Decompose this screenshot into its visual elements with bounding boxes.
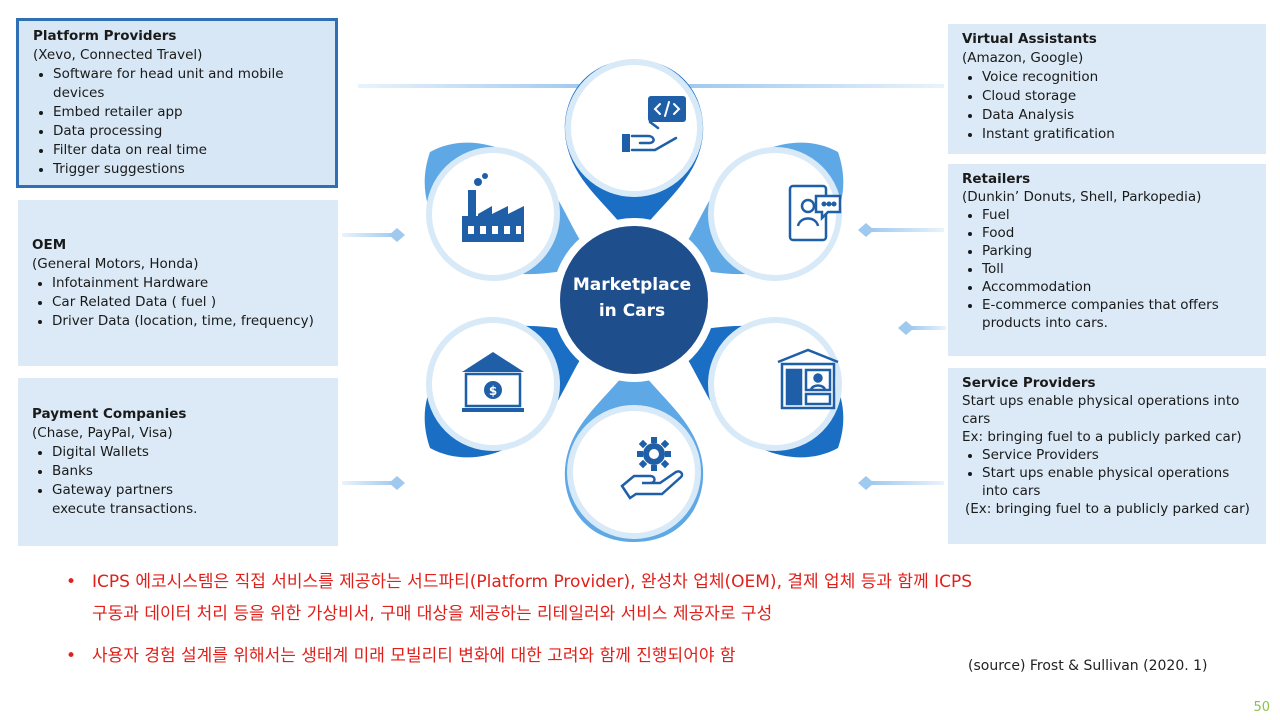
connector-diamond bbox=[858, 476, 874, 490]
note-bullet: • bbox=[66, 646, 77, 666]
box-title: Platform Providers bbox=[33, 28, 177, 44]
petal-top-inner bbox=[565, 59, 703, 197]
list-item: Service Providers bbox=[982, 446, 1252, 464]
connector-line bbox=[910, 326, 946, 330]
list-item: Data processing bbox=[53, 122, 321, 141]
list-item: Infotainment Hardware bbox=[52, 274, 324, 293]
source-citation: (source) Frost & Sullivan (2020. 1) bbox=[968, 658, 1208, 674]
connector-line bbox=[358, 84, 588, 88]
oem-box: OEM (General Motors, Honda) Infotainment… bbox=[18, 200, 338, 366]
tablet-video-call-icon bbox=[788, 184, 842, 242]
list-item: Banks bbox=[52, 462, 324, 481]
connector-line bbox=[342, 233, 396, 237]
note-line: 사용자 경험 설계를 위해서는 생태계 미래 모빌리티 변화에 대한 고려와 함… bbox=[92, 646, 736, 666]
list-item: Gateway partners execute transactions. bbox=[52, 481, 212, 519]
connector-line bbox=[686, 84, 944, 88]
connectors bbox=[342, 84, 946, 490]
platform-providers-box: Platform Providers (Xevo, Connected Trav… bbox=[16, 18, 338, 188]
box-footer: (Ex: bringing fuel to a publicly parked … bbox=[965, 501, 1250, 517]
box-subtitle: (Dunkin’ Donuts, Shell, Parkopedia) bbox=[962, 189, 1202, 205]
list-item: Trigger suggestions bbox=[53, 160, 321, 179]
box-list: Software for head unit and mobile device… bbox=[33, 65, 321, 179]
list-item: Fuel bbox=[982, 206, 1252, 224]
note-bullet: • bbox=[66, 572, 77, 592]
marketplace-diagram: $ bbox=[342, 59, 946, 542]
connector-diamond bbox=[389, 228, 405, 242]
connector-line bbox=[342, 481, 396, 485]
list-item: E-commerce companies that offers product… bbox=[982, 296, 1244, 332]
box-subtitle: (Amazon, Google) bbox=[962, 50, 1084, 66]
code-hand-icon bbox=[622, 96, 686, 152]
list-item: Instant gratification bbox=[982, 125, 1252, 144]
page-number: 50 bbox=[1253, 700, 1270, 715]
petal-bottom-right-inner bbox=[708, 317, 842, 451]
gear-hand-icon bbox=[620, 437, 684, 500]
bank-dollar-icon: $ bbox=[462, 352, 524, 412]
payment-companies-box: Payment Companies (Chase, PayPal, Visa) … bbox=[18, 378, 338, 546]
note-item: • ICPS 에코시스템은 직접 서비스를 제공하는 서드파티(Platform… bbox=[66, 566, 1186, 630]
list-item: Driver Data (location, time, frequency) bbox=[52, 312, 324, 331]
box-list: Digital Wallets Banks Gateway partners e… bbox=[32, 443, 324, 519]
box-subtitle: (General Motors, Honda) bbox=[32, 256, 199, 272]
list-item: Accommodation bbox=[982, 278, 1252, 296]
box-line: Ex: bringing fuel to a publicly parked c… bbox=[962, 429, 1242, 445]
list-item: Car Related Data ( fuel ) bbox=[52, 293, 324, 312]
box-subtitle: (Xevo, Connected Travel) bbox=[33, 47, 203, 63]
virtual-assistants-box: Virtual Assistants (Amazon, Google) Voic… bbox=[948, 24, 1266, 154]
box-title: Retailers bbox=[962, 171, 1031, 187]
notes: • ICPS 에코시스템은 직접 서비스를 제공하는 서드파티(Platform… bbox=[66, 566, 1186, 672]
box-line: Start ups enable physical operations int… bbox=[962, 393, 1240, 427]
center-label-line: in Cars bbox=[598, 301, 666, 321]
list-item: Start ups enable physical operations int… bbox=[982, 464, 1252, 500]
list-item: Voice recognition bbox=[982, 68, 1252, 87]
box-list: Voice recognition Cloud storage Data Ana… bbox=[962, 68, 1252, 144]
connector-line bbox=[870, 228, 944, 232]
list-item: Toll bbox=[982, 260, 1252, 278]
box-list: Infotainment Hardware Car Related Data (… bbox=[32, 274, 324, 331]
svg-text:$: $ bbox=[489, 384, 497, 398]
box-list: Fuel Food Parking Toll Accommodation E-c… bbox=[962, 206, 1252, 332]
connector-diamond bbox=[898, 321, 914, 335]
list-item: Embed retailer app bbox=[53, 103, 321, 122]
list-item: Cloud storage bbox=[982, 87, 1252, 106]
list-item: Data Analysis bbox=[982, 106, 1252, 125]
factory-icon bbox=[462, 173, 524, 242]
box-subtitle: (Chase, PayPal, Visa) bbox=[32, 425, 173, 441]
note-line: ICPS 에코시스템은 직접 서비스를 제공하는 서드파티(Platform P… bbox=[92, 572, 973, 592]
note-item: • 사용자 경험 설계를 위해서는 생태계 미래 모빌리티 변화에 대한 고려와… bbox=[66, 640, 1186, 672]
petal-bottom-inner bbox=[567, 405, 701, 539]
box-title: Payment Companies bbox=[32, 406, 187, 422]
connector-diamond bbox=[389, 476, 405, 490]
connector-line bbox=[870, 481, 944, 485]
storefront-icon bbox=[777, 348, 839, 410]
list-item: Food bbox=[982, 224, 1252, 242]
retailers-box: Retailers (Dunkin’ Donuts, Shell, Parkop… bbox=[948, 164, 1266, 356]
petal-top-right-inner bbox=[708, 147, 842, 281]
box-title: Service Providers bbox=[962, 375, 1096, 391]
list-item: Software for head unit and mobile device… bbox=[53, 65, 293, 103]
service-providers-box: Service Providers Start ups enable physi… bbox=[948, 368, 1266, 544]
list-item: Filter data on real time bbox=[53, 141, 321, 160]
center-circle bbox=[560, 226, 708, 374]
center-label-line: Marketplace bbox=[572, 275, 692, 295]
box-list: Service Providers Start ups enable physi… bbox=[962, 446, 1252, 500]
center-label: Marketplace in Cars bbox=[551, 272, 713, 324]
box-title: OEM bbox=[32, 237, 67, 253]
list-item: Parking bbox=[982, 242, 1252, 260]
list-item: Digital Wallets bbox=[52, 443, 324, 462]
note-line: 구동과 데이터 처리 등을 위한 가상비서, 구매 대상을 제공하는 리테일러와… bbox=[92, 604, 773, 624]
connector-diamond bbox=[858, 223, 874, 237]
box-title: Virtual Assistants bbox=[962, 31, 1097, 47]
